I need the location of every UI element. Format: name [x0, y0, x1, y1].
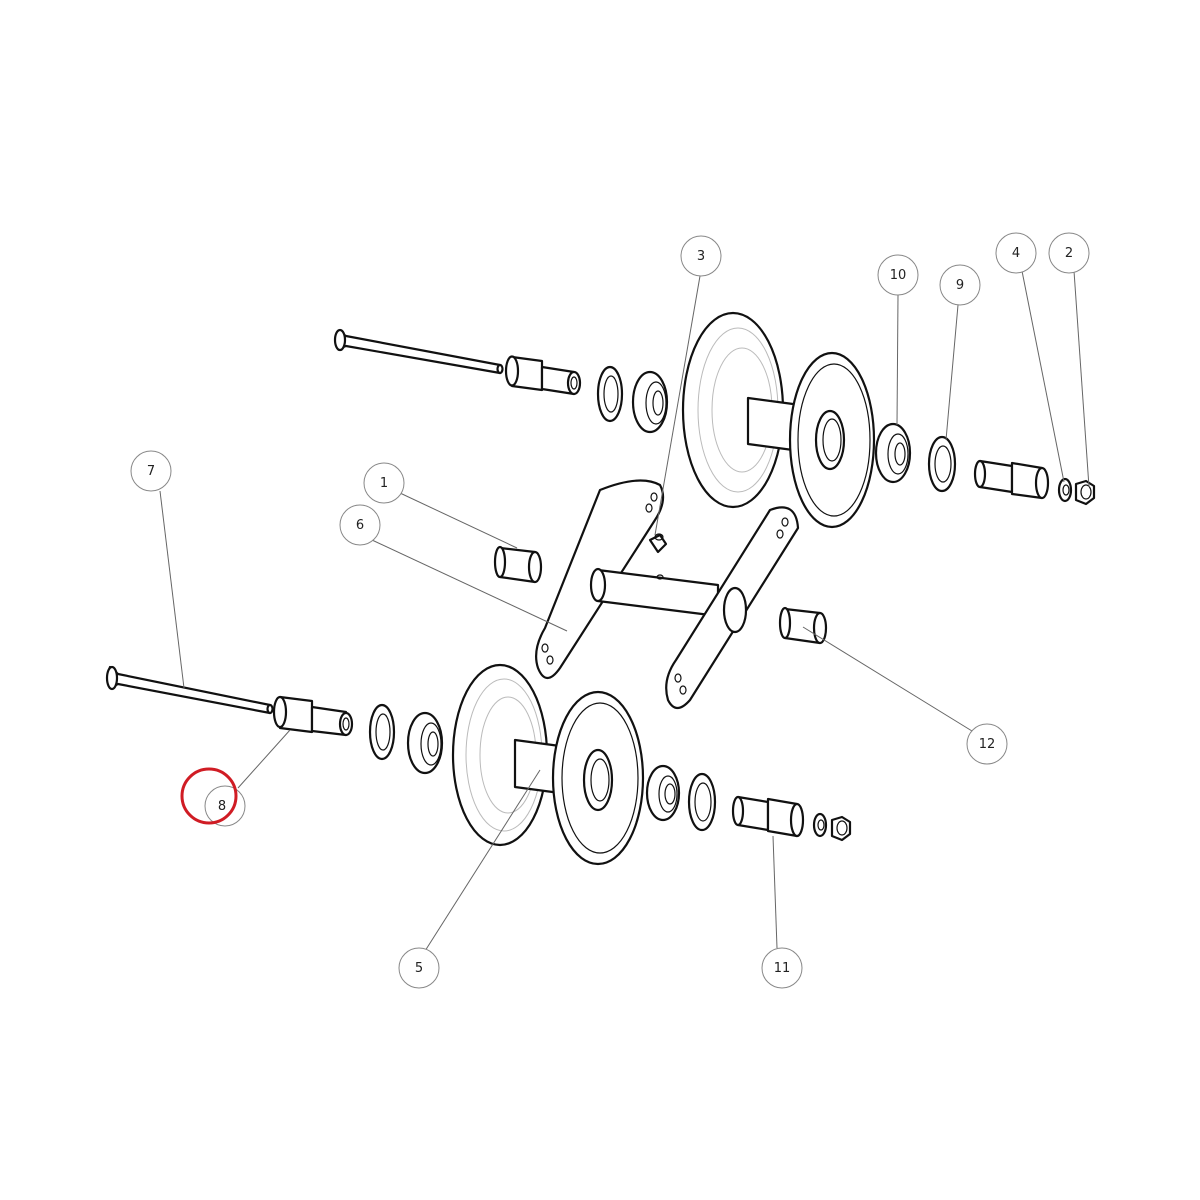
callout-9-label: 9: [956, 278, 964, 293]
upper-axle-sleeve-right: [973, 459, 1050, 500]
callout-9: 9: [939, 264, 981, 306]
upper-seal-right: [927, 435, 957, 493]
callout-4-label: 4: [1012, 246, 1020, 261]
leader-3: [654, 275, 701, 536]
callout-12-label: 12: [979, 737, 996, 752]
lower-washer: [812, 812, 828, 838]
callout-1: 1: [363, 462, 405, 504]
lower-spacer-sleeve: [272, 695, 354, 737]
lower-seal-right: [687, 772, 717, 832]
upper-nut: [1074, 479, 1096, 506]
lower-nut: [830, 815, 852, 842]
callout-5: 5: [398, 947, 440, 989]
callout-10: 10: [877, 254, 919, 296]
callout-2-label: 2: [1065, 246, 1073, 261]
leader-2: [1073, 270, 1090, 488]
leader-lines: [159, 270, 1090, 952]
callout-11: 11: [761, 947, 803, 989]
lower-axle-bolt: [105, 665, 274, 715]
callout-5-label: 5: [415, 961, 423, 976]
lower-axle-sleeve-right: [731, 795, 805, 838]
grease-fitting: [648, 533, 668, 554]
callout-3-label: 3: [697, 249, 705, 264]
callout-6-label: 6: [356, 518, 364, 533]
callout-1-label: 1: [380, 476, 388, 491]
leader-1: [399, 492, 518, 549]
callout-6: 6: [339, 504, 381, 546]
upper-washer: [1057, 477, 1073, 503]
leader-11: [772, 835, 778, 949]
callout-11-label: 11: [774, 961, 791, 976]
upper-axle-bolt: [333, 328, 504, 375]
highlight-ring: [180, 767, 238, 825]
leader-8: [237, 729, 291, 789]
upper-spacer-sleeve: [504, 355, 582, 396]
leader-6: [371, 539, 568, 632]
callout-2: 2: [1048, 232, 1090, 274]
leader-12: [802, 626, 973, 732]
upper-bearing-right: [874, 422, 912, 484]
callout-8: 8: [204, 785, 246, 827]
upper-wheel: [681, 311, 876, 529]
lower-bearing-right: [645, 764, 681, 822]
callout-10-label: 10: [890, 268, 907, 283]
callout-4: 4: [995, 232, 1037, 274]
callout-7: 7: [130, 450, 172, 492]
lower-seal-left: [368, 703, 396, 761]
upper-seal-left: [596, 365, 624, 423]
upper-bearing-left: [631, 370, 669, 434]
leader-9: [945, 304, 959, 441]
swing-arm: [535, 479, 800, 710]
callout-12: 12: [966, 723, 1008, 765]
bushing-right: [778, 606, 828, 645]
callout-3: 3: [680, 235, 722, 277]
lower-wheel: [451, 663, 645, 866]
leader-10: [896, 294, 899, 426]
callout-7-label: 7: [147, 464, 155, 479]
bushing-left: [493, 545, 543, 584]
leader-5: [424, 769, 541, 952]
callout-8-label: 8: [218, 799, 226, 814]
lower-bearing-left: [406, 711, 444, 775]
leader-7: [159, 490, 185, 689]
leader-4: [1021, 270, 1065, 483]
